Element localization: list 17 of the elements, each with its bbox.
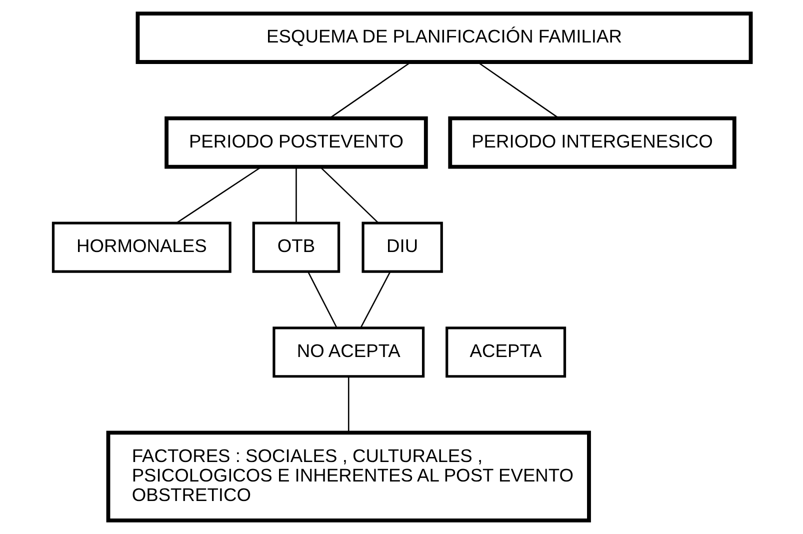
node-box: DIU [361,222,442,273]
node-box: NO ACEPTA [272,326,424,378]
node-box: PERIODO INTERGENESICO [448,116,736,169]
connector [319,166,378,224]
node-box: OTB [252,222,340,273]
node-box: FACTORES : SOCIALES , CULTURALES , PSICOLOGICOS E INHERENTES AL POST EVENTO OBSTRETICO [106,430,590,522]
connector [176,166,262,224]
connector [307,272,337,328]
connector [295,167,296,223]
node-box: HORMONALES [51,222,231,273]
node-box: ESQUEMA DE PLANIFICACIÓN FAMILIAR [135,12,752,64]
connector [328,61,411,119]
node-box: PERIODO POSTEVENTO [164,116,428,169]
node-box: ACEPTA [445,326,566,378]
connector [347,376,349,433]
connector [476,61,559,119]
connector [360,272,390,328]
